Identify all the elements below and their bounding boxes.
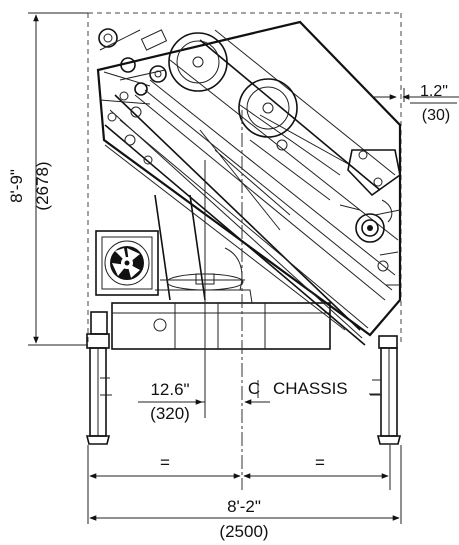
equal-split-dimension: = = (87, 445, 391, 490)
crane-body (95, 20, 402, 350)
equal-left-label: = (160, 453, 170, 472)
oil-cooler (95, 230, 159, 296)
top-offset-dimension: 1.2" (30) (372, 83, 459, 124)
equal-right-label: = (315, 453, 325, 472)
main-boom (96, 20, 402, 346)
stabilizer-leg-left (85, 311, 112, 445)
top-offset-metric-label: (30) (422, 107, 450, 124)
crane-base-frame (111, 302, 331, 350)
centerline-symbol: C (248, 379, 260, 398)
center-offset-imperial-label: 12.6" (150, 380, 189, 399)
chassis-centerline-label: C CHASSIS (248, 379, 380, 398)
chassis-label: CHASSIS (273, 379, 348, 398)
width-imperial-label: 8'-2" (227, 497, 261, 516)
height-dimension: 8'-9" (2678) (7, 12, 88, 346)
stabilizer-leg-right (370, 335, 402, 445)
top-offset-imperial-label: 1.2" (420, 83, 448, 100)
center-offset-metric-label: (320) (150, 404, 190, 423)
height-metric-label: (2678) (33, 161, 52, 210)
width-metric-label: (2500) (219, 522, 268, 541)
center-offset-dimension: 12.6" (320) (138, 380, 270, 423)
boom-tip (339, 149, 401, 286)
boom-linkage (98, 28, 288, 165)
height-imperial-label: 8'-9" (7, 169, 26, 203)
overall-width-dimension: 8'-2" (2500) (87, 445, 402, 541)
hose-reels (168, 32, 298, 138)
